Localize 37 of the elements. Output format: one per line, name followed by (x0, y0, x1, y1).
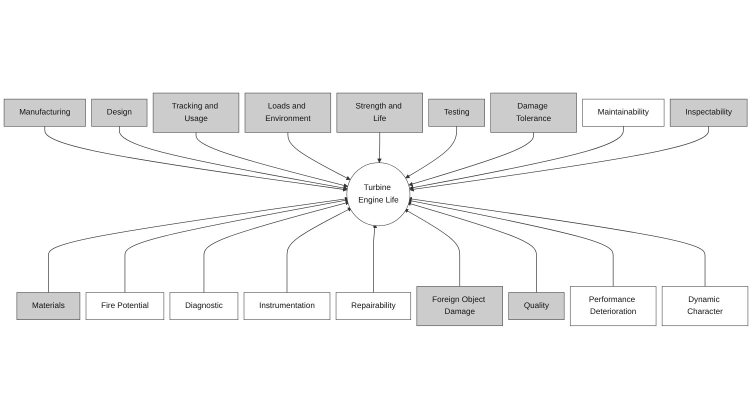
arrow (408, 196, 706, 286)
arrow (124, 198, 350, 292)
arrow (286, 207, 352, 292)
arrow (408, 132, 534, 186)
arrow (409, 126, 709, 192)
arrow (204, 200, 350, 292)
arrow (406, 201, 537, 292)
node-box: Diagnostic (170, 292, 238, 320)
node-box: Repairability (336, 292, 412, 320)
node-box: Maintainability (582, 98, 664, 126)
arrow (372, 223, 378, 292)
node-circle: Turbine Engine Life (346, 162, 410, 226)
arrow (48, 196, 350, 292)
arrow (409, 126, 624, 190)
arrow (119, 126, 348, 190)
node-box: Performance Deterioration (570, 286, 656, 326)
node-box: Quality (508, 292, 564, 320)
arrow (196, 132, 348, 188)
arrow (404, 208, 460, 286)
node-box: Dynamic Character (662, 286, 748, 326)
node-box: Strength and Life (336, 92, 423, 132)
node-box: Damage Tolerance (490, 92, 577, 132)
node-box: Tracking and Usage (152, 92, 240, 132)
node-box: Design (91, 98, 148, 126)
node-box: Instrumentation (244, 292, 330, 320)
node-box: Materials (16, 292, 80, 320)
node-box: Manufacturing (4, 98, 86, 126)
arrow (377, 132, 382, 162)
arrow (407, 198, 614, 286)
arrow (44, 126, 348, 192)
node-box: Foreign Object Damage (416, 286, 503, 326)
arrow (288, 132, 351, 180)
arrow (405, 126, 458, 178)
node-box: Fire Potential (86, 292, 164, 320)
node-box: Loads and Environment (244, 92, 332, 132)
node-box: Inspectability (670, 98, 748, 126)
node-box: Testing (428, 98, 485, 126)
